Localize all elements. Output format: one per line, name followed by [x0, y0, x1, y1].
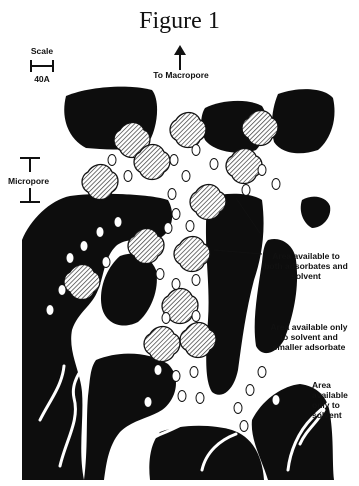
macropore-label: To Macropore [138, 70, 224, 80]
annotation-line: solvent [260, 271, 352, 281]
scale-value: 40A [24, 74, 60, 84]
annotation-line: available [312, 390, 348, 400]
annotation-line: smaller adsorbate [262, 342, 356, 352]
annotation-line: only to [312, 400, 340, 410]
scale-bar [31, 60, 53, 72]
annotation-line: both adsorbates and [260, 261, 352, 271]
annotation-line: to solvent and [262, 332, 356, 342]
annotation-line: Area [312, 380, 331, 390]
annotation-line: solvent [312, 410, 342, 420]
micropore-label: Micropore [8, 176, 49, 186]
annotation-line: Area available to [260, 251, 352, 261]
macropore-arrow [174, 45, 186, 70]
annotation-line: Area available only [262, 322, 356, 332]
scale-label: Scale [24, 46, 60, 56]
